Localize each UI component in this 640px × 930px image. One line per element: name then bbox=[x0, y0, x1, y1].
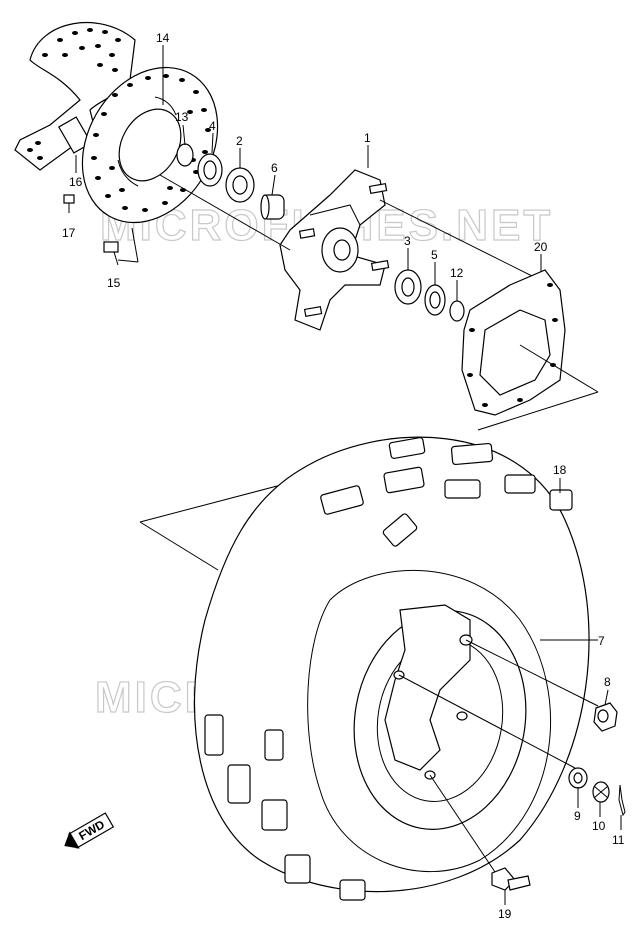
spacer-part-12[interactable] bbox=[449, 300, 465, 322]
part-number-7: 7 bbox=[598, 634, 605, 648]
part-number-8: 8 bbox=[604, 675, 611, 689]
disc-plate-part-20[interactable] bbox=[461, 269, 566, 416]
wheel-pointer-line-2 bbox=[139, 521, 219, 571]
part-number-3: 3 bbox=[404, 234, 411, 248]
valve-leader bbox=[429, 774, 496, 873]
wheel-hub-part-1[interactable] bbox=[279, 169, 390, 331]
part-number-20: 20 bbox=[534, 240, 548, 254]
part-number-10: 10 bbox=[592, 819, 606, 833]
part-number-17: 17 bbox=[62, 226, 76, 240]
seal-part-5[interactable] bbox=[424, 284, 446, 316]
part-number-9: 9 bbox=[574, 809, 581, 823]
part-number-12: 12 bbox=[450, 266, 464, 280]
brake-guard-part-16[interactable] bbox=[14, 21, 136, 171]
brake-disc-part-14[interactable] bbox=[55, 43, 244, 247]
forward-direction-badge: FWD bbox=[64, 812, 115, 849]
label-leader-lines bbox=[75, 45, 622, 905]
part-labels: 1 2 3 4 5 6 7 8 9 10 11 12 13 14 15 16 1… bbox=[62, 31, 625, 921]
bearing-part-3[interactable] bbox=[394, 269, 422, 305]
part-number-13: 13 bbox=[175, 110, 189, 124]
bolt-part-15[interactable] bbox=[103, 241, 119, 266]
wheel-nut-part-8[interactable] bbox=[593, 702, 618, 732]
spacer-part-13[interactable] bbox=[176, 143, 194, 167]
assembly-axis-line-2 bbox=[379, 199, 541, 281]
part-number-6: 6 bbox=[271, 161, 278, 175]
part-number-1: 1 bbox=[364, 131, 371, 145]
valve-stem-part-19[interactable] bbox=[491, 867, 531, 891]
part-number-19: 19 bbox=[498, 907, 512, 921]
plate-leader-2 bbox=[477, 391, 599, 431]
part-number-4: 4 bbox=[209, 119, 216, 133]
bearing-part-4[interactable] bbox=[197, 153, 223, 187]
part-number-18: 18 bbox=[553, 463, 567, 477]
part-number-5: 5 bbox=[431, 248, 438, 262]
assembly-axis-line bbox=[159, 174, 291, 251]
part-number-14: 14 bbox=[156, 31, 170, 45]
castle-nut-part-10[interactable] bbox=[592, 781, 610, 803]
washer-leader bbox=[398, 674, 576, 769]
bolt-part-17[interactable] bbox=[63, 194, 75, 213]
part-number-16: 16 bbox=[69, 175, 83, 189]
part-number-2: 2 bbox=[236, 134, 243, 148]
part-number-11: 11 bbox=[612, 833, 625, 847]
bearing-part-2[interactable] bbox=[225, 167, 255, 203]
wheel-pointer-line bbox=[139, 479, 301, 523]
bolt-15-leader-2 bbox=[131, 227, 139, 263]
plate-leader bbox=[519, 344, 599, 393]
part-number-15: 15 bbox=[107, 276, 121, 290]
spacer-part-6[interactable] bbox=[260, 194, 285, 220]
bolt-15-leader bbox=[117, 259, 139, 263]
washer-part-9[interactable] bbox=[568, 767, 588, 789]
nut-leader bbox=[465, 639, 599, 707]
cotter-pin-part-11[interactable] bbox=[618, 784, 626, 817]
wheel-rim-part-7[interactable] bbox=[337, 597, 543, 843]
